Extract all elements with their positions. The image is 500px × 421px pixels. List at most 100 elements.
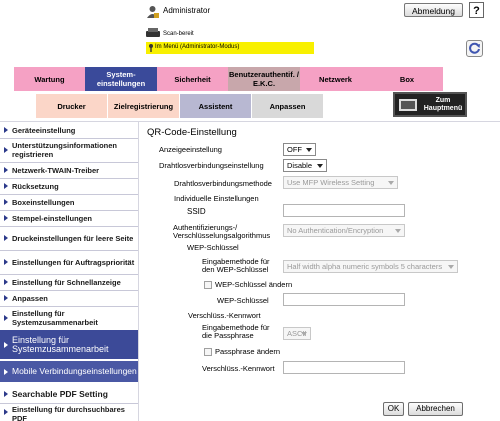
tab-zielregistrierung[interactable]: Zielregistrierung [108, 94, 179, 118]
sidebar-item-boxeinstellungen[interactable]: Boxeinstellungen [0, 195, 138, 209]
sidebar-separator [0, 250, 138, 251]
tab-benutzerauthentifizierung[interactable]: Benutzerauthentif. / E.K.C. [228, 67, 300, 91]
help-button[interactable]: ? [469, 2, 484, 18]
sidebar-separator [0, 403, 138, 404]
device-status: Scan-bereit [163, 31, 194, 37]
sidebar-item-netzwerk-twain[interactable]: Netzwerk-TWAIN-Treiber [0, 163, 138, 177]
display-setting-select[interactable]: OFF [283, 143, 316, 156]
sidebar-item-systemzusammenarbeit[interactable]: Einstellung für Systemzusammenarbeit [0, 307, 138, 329]
auth-algorithm-label: Authentifizierungs-/ Verschlüsselungsalg… [173, 223, 271, 240]
header-divider [0, 121, 500, 122]
arrow-right-icon [4, 409, 8, 415]
tab-anpassen[interactable]: Anpassen [252, 94, 323, 118]
sidebar-separator [0, 306, 138, 307]
user-label: Administrator [163, 6, 211, 15]
wep-input-method-select[interactable]: Half width alpha numeric symbols 5 chara… [283, 260, 458, 273]
sidebar-separator [0, 226, 138, 227]
arrow-right-icon [4, 167, 8, 173]
sidebar-item-stempel-einstellungen[interactable]: Stempel-einstellungen [0, 211, 138, 225]
chevron-down-icon [448, 265, 454, 269]
sidebar-item-searchable-pdf[interactable]: Searchable PDF Setting [0, 387, 138, 401]
chevron-down-icon [301, 332, 307, 336]
ssid-label: SSID [187, 207, 206, 216]
arrow-right-icon [4, 391, 8, 397]
tab-box[interactable]: Box [371, 67, 443, 91]
page-title: QR-Code-Einstellung [147, 127, 237, 138]
sidebar-subitem-systemzusammenarbeit[interactable]: Einstellung für Systemzusammenarbeit [0, 329, 138, 359]
main-menu-button[interactable]: Zum Hauptmenü [393, 92, 467, 117]
arrow-right-icon [4, 147, 8, 153]
logout-button[interactable]: Abmeldung [404, 3, 463, 17]
home-menu-icon [399, 99, 417, 111]
sidebar-item-ruecksetzung[interactable]: Rücksetzung [0, 179, 138, 193]
sidebar-item-schnellanzeige[interactable]: Einstellung für Schnellanzeige [0, 275, 138, 289]
individual-settings-label: Individuelle Einstellungen [174, 194, 259, 203]
sidebar-separator [0, 138, 138, 139]
chevron-down-icon [306, 148, 312, 152]
tab-netzwerk[interactable]: Netzwerk [300, 67, 371, 91]
tab-wartung[interactable]: Wartung [14, 67, 85, 91]
wep-key-section-label: WEP-Schlüssel [187, 243, 239, 252]
wep-input-method-label: Eingabemethode für den WEP-Schlüssel [202, 257, 270, 274]
mode-bar [146, 42, 314, 54]
tab-systemeinstellungen[interactable]: System- einstellungen [85, 67, 157, 91]
refresh-icon [469, 42, 480, 54]
tab-drucker[interactable]: Drucker [36, 94, 107, 118]
wireless-method-select[interactable]: Use MFP Wireless Setting [283, 176, 398, 189]
passphrase-input-method-label: Eingabemethode für die Passphrase [202, 323, 270, 340]
passphrase-change-label: Passphrase ändern [215, 347, 281, 356]
arrow-right-icon [4, 127, 8, 133]
sidebar-separator [0, 162, 138, 163]
scanner-icon [146, 28, 160, 37]
passphrase-section-label: Verschlüss.-Kennwort [188, 311, 261, 320]
sidebar-item-auftragsprioritaet[interactable]: Einstellungen für Auftragspriorität [0, 251, 138, 273]
wireless-setting-select[interactable]: Disable [283, 159, 327, 172]
chevron-down-icon [317, 164, 323, 168]
arrow-right-icon [4, 259, 8, 265]
sidebar-item-druckeinstellungen-leere-seite[interactable]: Druckeinstellungen für leere Seite [0, 227, 138, 249]
arrow-right-icon [4, 295, 8, 301]
arrow-right-icon [4, 368, 8, 375]
arrow-right-icon [4, 315, 8, 321]
wireless-setting-label: Drahtlosverbindungseinstellung [159, 161, 264, 170]
display-setting-label: Anzeigeeinstellung [159, 145, 222, 154]
sidebar-item-anpassen[interactable]: Anpassen [0, 291, 138, 305]
ok-button[interactable]: OK [383, 402, 404, 416]
tab-sicherheit[interactable]: Sicherheit [157, 67, 228, 91]
ssid-input[interactable] [283, 204, 405, 217]
passphrase-input[interactable] [283, 361, 405, 374]
passphrase-change-checkbox[interactable] [204, 348, 212, 356]
sidebar-separator [0, 290, 138, 291]
wep-key-field-label: WEP-Schlüssel [217, 296, 269, 305]
refresh-button[interactable] [466, 40, 483, 57]
administrator-icon [147, 6, 159, 18]
sidebar-item-durchsuchbares-pdf[interactable]: Einstellung für durchsuchbares PDF [0, 405, 138, 421]
main-menu-label: Zum Hauptmenü [423, 97, 463, 112]
arrow-right-icon [4, 199, 8, 205]
arrow-right-icon [4, 235, 8, 241]
wep-change-label: WEP-Schlüssel ändern [215, 280, 293, 289]
sidebar-divider [138, 122, 139, 421]
auth-algorithm-select[interactable]: No Authentication/Encryption [283, 224, 405, 237]
wireless-method-label: Drahtlosverbindungsmethode [174, 179, 272, 188]
wep-key-input[interactable] [283, 293, 405, 306]
passphrase-field-label: Verschlüss.-Kennwort [202, 364, 275, 373]
cancel-button[interactable]: Abbrechen [408, 402, 463, 416]
sidebar-separator [0, 274, 138, 275]
arrow-right-icon [4, 183, 8, 189]
sidebar-separator [0, 210, 138, 211]
arrow-right-icon [4, 341, 8, 348]
sidebar-item-geraeteeinstellung[interactable]: Geräteeinstellung [0, 123, 138, 137]
chevron-down-icon [388, 181, 394, 185]
chevron-down-icon [395, 229, 401, 233]
sidebar-item-unterstuetzungsinformationen[interactable]: Unterstützungsinformationen registrieren [0, 139, 138, 161]
passphrase-input-method-select[interactable]: ASCII [283, 327, 311, 340]
mode-text: Im Menü (Administrator-Modus) [155, 44, 240, 50]
sidebar-subitem-mobile-verbindung[interactable]: Mobile Verbindungseinstellungen [0, 360, 138, 382]
wep-change-checkbox[interactable] [204, 281, 212, 289]
arrow-right-icon [4, 279, 8, 285]
sidebar-separator [0, 194, 138, 195]
key-icon [149, 44, 153, 52]
arrow-right-icon [4, 215, 8, 221]
tab-assistent[interactable]: Assistent [180, 94, 251, 118]
